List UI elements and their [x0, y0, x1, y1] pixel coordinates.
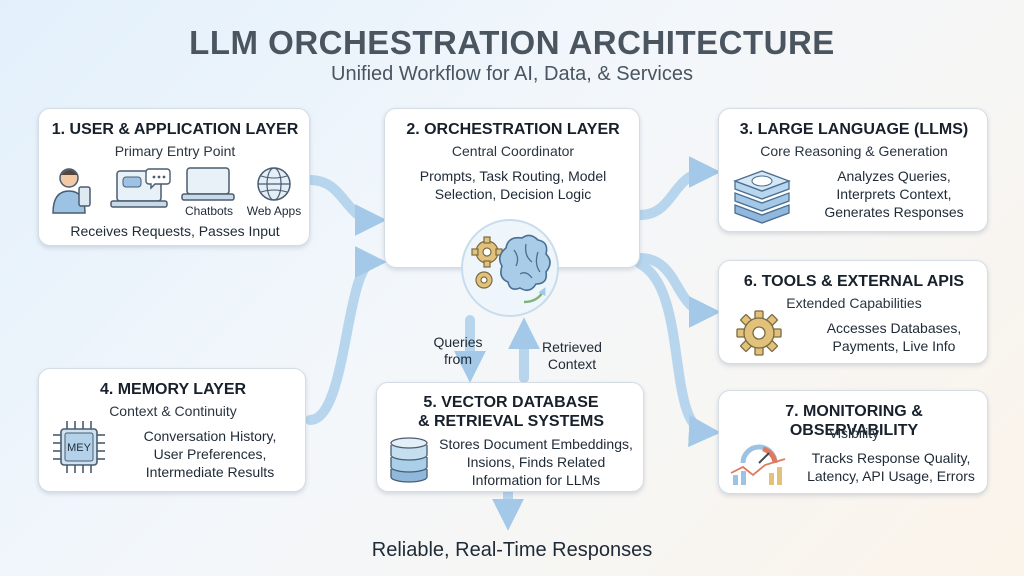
user-layer-description: Receives Requests, Passes Input — [70, 223, 280, 239]
llms-heading: 3. LARGE LANGUAGE (LLMS) — [739, 121, 969, 138]
page-title: LLM ORCHESTRATION ARCHITECTURE — [189, 24, 835, 61]
arrow-user-to-orchestration — [305, 175, 387, 236]
monitoring-observability-box: 7. MONITORING & OBSERVABILITY Visibility… — [718, 390, 988, 494]
layered-brain-stack-icon — [733, 170, 791, 224]
vector-heading-line-2: & RETRIEVAL SYSTEMS — [417, 413, 605, 430]
user-layer-heading: 1. USER & APPLICATION LAYER — [51, 121, 299, 138]
tools-subheading: Extended Capabilities — [786, 295, 922, 311]
llms-description-line-1: Analyzes Queries, — [837, 168, 951, 184]
user-layer-subheading: Primary Entry Point — [114, 143, 236, 159]
llms-subheading: Core Reasoning & Generation — [760, 143, 948, 159]
llms-description-line-2: Interprets Context, — [836, 186, 952, 202]
arrow-orchestration-to-tools — [635, 253, 721, 328]
orchestration-description-line-1: Prompts, Task Routing, Model — [419, 168, 607, 184]
llms-description-line-3: Generates Responses — [824, 204, 964, 220]
arrow-memory-to-orchestration — [305, 246, 387, 425]
vector-description-line-2: Insions, Finds Related — [466, 454, 606, 470]
user-application-layer-box: 1. USER & APPLICATION LAYER Primary Entr… — [38, 108, 310, 246]
memory-layer-box: 4. MEMORY LAYER Context & Continuity MEY… — [38, 368, 306, 492]
monitoring-subheading: Visibility — [828, 425, 880, 441]
retrieved-label-line-1: Retrieved — [542, 339, 602, 355]
tools-external-apis-box: 6. TOOLS & EXTERNAL APIS Extended Capabi… — [718, 260, 988, 364]
memory-chip-label: MEY — [67, 442, 91, 454]
memory-heading: 4. MEMORY LAYER — [99, 381, 247, 398]
arrow-orchestration-to-llms — [635, 156, 721, 220]
database-stack-icon — [390, 437, 428, 483]
monitoring-description-line-1: Tracks Response Quality, — [811, 450, 971, 466]
tools-heading: 6. TOOLS & EXTERNAL APIS — [743, 273, 965, 290]
memory-chip-icon — [53, 421, 105, 473]
queries-label-line-2: from — [444, 351, 472, 367]
arrow-orchestration-to-monitoring — [635, 259, 721, 448]
globe-icon — [257, 167, 291, 201]
web-apps-label: Web Apps — [246, 204, 302, 218]
output-label: Reliable, Real-Time Responses — [371, 539, 653, 561]
memory-subheading: Context & Continuity — [109, 403, 237, 419]
chatbots-label: Chatbots — [184, 204, 234, 218]
orchestration-description-line-2: Selection, Decision Logic — [434, 186, 592, 202]
memory-description-line-1: Conversation History, — [143, 428, 277, 444]
vector-description-line-3: Information for LLMs — [471, 472, 601, 488]
vector-database-box: 5. VECTOR DATABASE & RETRIEVAL SYSTEMS S… — [376, 382, 644, 492]
vector-heading-line-1: 5. VECTOR DATABASE — [423, 394, 599, 411]
orchestration-subheading: Central Coordinator — [451, 143, 575, 159]
laptop-chat-icon — [110, 168, 171, 208]
retrieved-label-line-2: Context — [547, 356, 597, 372]
memory-description-line-3: Intermediate Results — [145, 464, 275, 480]
vector-description-line-1: Stores Document Embeddings, — [439, 436, 633, 452]
memory-description-line-2: User Preferences, — [153, 446, 267, 462]
llms-box: 3. LARGE LANGUAGE (LLMS) Core Reasoning … — [718, 108, 988, 232]
page-subtitle: Unified Workflow for AI, Data, & Service… — [331, 63, 693, 85]
gears-brain-icon — [461, 219, 559, 317]
orchestration-heading: 2. ORCHESTRATION LAYER — [406, 121, 620, 138]
dashboard-chart-icon — [730, 444, 786, 485]
laptop-icon — [181, 167, 235, 201]
queries-label-line-1: Queries — [433, 334, 483, 350]
gear-icon — [736, 310, 782, 356]
user-phone-icon — [52, 168, 91, 214]
tools-description-line-2: Payments, Live Info — [832, 338, 956, 354]
monitoring-heading: 7. MONITORING & OBSERVABILITY — [785, 403, 923, 439]
tools-description-line-1: Accesses Databases, — [826, 320, 962, 336]
monitoring-description-line-2: Latency, API Usage, Errors — [807, 468, 975, 484]
